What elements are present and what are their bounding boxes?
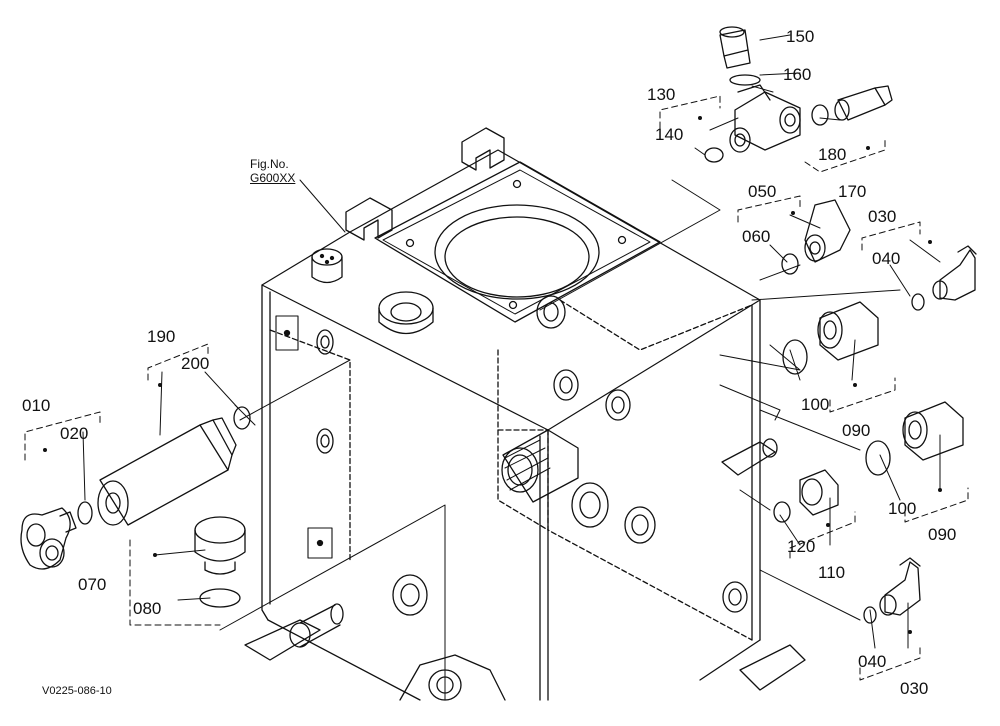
part-160-o-ring [729,74,761,86]
label-190: 190 [147,327,176,346]
part-100-o-ring-lower [865,440,891,476]
label-030-lower: 030 [900,679,929,698]
label-070: 070 [78,575,107,594]
part-110-plug [799,469,839,516]
part-170-connector [834,85,893,121]
label-020: 020 [60,424,89,443]
label-170: 170 [838,182,867,201]
part-010-elbow [20,507,77,570]
part-090-adapter-lower [902,401,964,461]
figure-ref-code: G600XX [250,170,296,185]
part-040-o-ring-top [911,293,925,311]
label-200: 200 [181,354,210,373]
label-050: 050 [748,182,777,201]
label-140: 140 [655,125,684,144]
label-100-top: 100 [801,395,830,414]
label-090-lower: 090 [928,525,957,544]
part-200-o-ring [233,406,251,430]
part-190-filter [97,417,237,526]
label-060: 060 [742,227,771,246]
pipe-stub [721,438,778,476]
label-120: 120 [787,537,816,556]
part-080-o-ring [199,588,241,608]
part-090-adapter-top [817,301,879,361]
label-130: 130 [647,85,676,104]
part-150-nipple [719,26,751,69]
leader-lines [82,34,941,701]
part-040-o-ring-lower [863,606,877,624]
leader-dots [43,116,942,634]
part-030-elbow-lower [879,557,921,616]
label-030-top: 030 [868,207,897,226]
label-100-lower: 100 [888,499,917,518]
part-050-elbow [804,199,851,263]
label-160: 160 [783,65,812,84]
label-010: 010 [22,396,51,415]
figure-ref-title: Fig.No. [250,157,289,171]
part-060-o-ring [781,253,799,275]
label-040-top: 040 [872,249,901,268]
part-120-o-ring [773,501,791,523]
label-180: 180 [818,145,847,164]
part-180-o-ring [811,104,829,126]
hydraulic-tank [244,127,806,701]
drawing-id: V0225-086-10 [42,685,112,697]
part-100-o-ring-top [782,339,808,375]
label-090-top: 090 [842,421,871,440]
dashed-brackets [24,95,969,681]
label-150: 150 [786,27,815,46]
part-070-plug [194,516,246,575]
label-040-lower: 040 [858,652,887,671]
part-030-elbow-top [932,245,977,301]
figure-reference: Fig.No. G600XX [250,157,296,186]
part-130-tee [729,84,801,153]
label-080: 080 [133,599,162,618]
part-140-o-ring [704,147,724,163]
label-110: 110 [818,563,846,582]
part-020-o-ring [77,501,93,525]
